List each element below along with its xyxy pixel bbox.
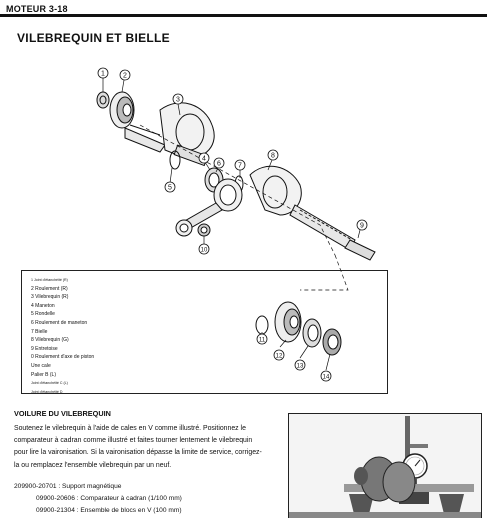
callout-10: 10 bbox=[198, 243, 210, 255]
legend-item: Une cale bbox=[31, 362, 51, 369]
connecting-rod-part bbox=[175, 178, 243, 237]
page-header: MOTEUR 3-18 bbox=[6, 4, 68, 14]
svg-text:8: 8 bbox=[271, 153, 275, 160]
crankshaft-left-part bbox=[249, 165, 376, 261]
legend-item: 8 Vilebrequin (G) bbox=[31, 337, 69, 344]
tool-item: 209900-20701 : Support magnétique bbox=[14, 483, 122, 490]
section-title: VILEBREQUIN ET BIELLE bbox=[17, 31, 170, 45]
crankshaft-exploded-diagram: 1 2 3 4 5 6 7 8 9 10 11 12 13 14 bbox=[96, 67, 376, 382]
bearing-part bbox=[109, 91, 135, 129]
svg-text:7: 7 bbox=[238, 163, 242, 170]
svg-text:10: 10 bbox=[201, 248, 208, 254]
legend-item: 1 Joint d'étanchéité (R) bbox=[31, 278, 68, 282]
washer-part bbox=[169, 150, 181, 170]
legend-item: Joint d'étanchéité C (L) bbox=[31, 381, 68, 386]
legend-item: 2 Roulement (R) bbox=[31, 285, 68, 292]
svg-text:13: 13 bbox=[297, 364, 304, 370]
callout-3: 3 bbox=[172, 93, 184, 105]
callout-1: 1 bbox=[97, 67, 109, 79]
svg-text:3: 3 bbox=[176, 97, 180, 104]
tool-item: 09900-21304 : Ensemble de blocs en V (10… bbox=[36, 506, 182, 514]
runout-line: Soutenez le vilebrequin à l'aide de cale… bbox=[14, 425, 246, 432]
callout-8: 8 bbox=[267, 149, 279, 161]
oil-seal-part bbox=[96, 91, 110, 109]
runout-paragraph: Soutenez le vilebrequin à l'aide de cale… bbox=[14, 423, 276, 472]
callout-11: 11 bbox=[256, 333, 268, 345]
runout-title: VOILURE DU VILEBREQUIN bbox=[14, 409, 111, 418]
svg-text:2: 2 bbox=[123, 73, 127, 80]
legend-frame bbox=[21, 270, 388, 394]
svg-text:14: 14 bbox=[323, 375, 330, 381]
bearing-l-part bbox=[274, 301, 302, 343]
svg-text:6: 6 bbox=[217, 161, 221, 168]
runout-line: comparateur à cadran comme illustré et f… bbox=[14, 437, 253, 445]
legend-item: 0 Roulement d'axe de piston bbox=[31, 354, 95, 361]
header-rule bbox=[0, 14, 487, 17]
legend-item: 9 Entretoise bbox=[31, 345, 58, 352]
legend-item: 4 Maneton bbox=[31, 302, 55, 309]
svg-text:9: 9 bbox=[360, 223, 364, 230]
parts-legend: 1 Joint d'étanchéité (R) 2 Roulement (R)… bbox=[31, 276, 94, 396]
legend-item: 5 Rondelle bbox=[31, 311, 55, 318]
callout-4: 4 bbox=[198, 152, 210, 164]
oil-seal-d-part bbox=[322, 328, 342, 356]
oil-seal-c-part bbox=[302, 318, 322, 348]
crankshaft-icon bbox=[344, 456, 474, 503]
legend-item: 3 Vilebrequin (R) bbox=[31, 294, 69, 301]
runout-line: la ou remplacez l'ensemble vilebrequin p… bbox=[14, 461, 172, 469]
legend-item: 7 Bielle bbox=[31, 328, 48, 335]
svg-text:11: 11 bbox=[259, 338, 266, 344]
crankshaft-right-part bbox=[124, 102, 215, 159]
svg-text:4: 4 bbox=[202, 156, 206, 163]
callout-13: 13 bbox=[294, 359, 306, 371]
legend-item: Palier B (L) bbox=[31, 371, 57, 378]
callout-2: 2 bbox=[119, 69, 131, 81]
tool-item: 09900-20606 : Comparateur à cadran (1/10… bbox=[36, 494, 182, 502]
callout-9: 9 bbox=[356, 219, 368, 231]
callout-5: 5 bbox=[164, 181, 176, 193]
v-block-icon bbox=[289, 494, 481, 518]
svg-text:1: 1 bbox=[101, 71, 105, 78]
runout-line: pour lire la vaironisation. Si la vairon… bbox=[14, 449, 262, 457]
svg-text:12: 12 bbox=[276, 354, 283, 360]
legend-item: Joint d'étanchéité D bbox=[31, 389, 63, 394]
callout-6: 6 bbox=[213, 157, 225, 169]
special-tools-list: 209900-20701 : Support magnétique 09900-… bbox=[14, 481, 182, 516]
svg-text:5: 5 bbox=[168, 185, 172, 192]
callout-12: 12 bbox=[273, 349, 285, 361]
callout-14: 14 bbox=[320, 370, 332, 382]
runout-measurement-photo bbox=[288, 413, 482, 518]
callout-7: 7 bbox=[234, 159, 246, 171]
small-end-bearing-part bbox=[197, 223, 211, 237]
legend-item: 6 Roulement de maneton bbox=[31, 319, 88, 326]
